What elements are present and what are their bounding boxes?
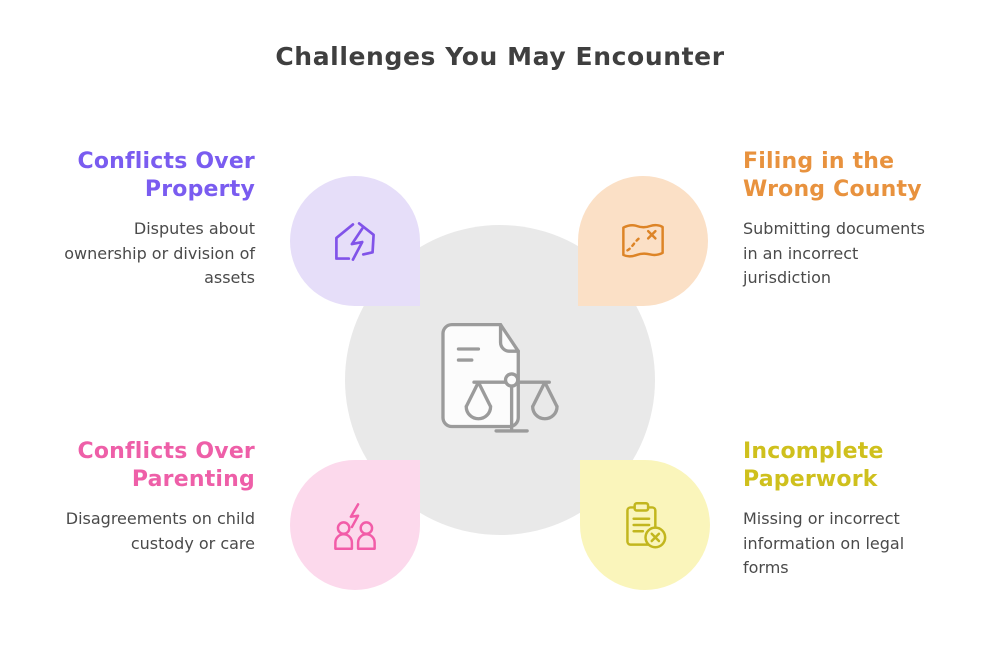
legal-document-scales-icon bbox=[441, 322, 559, 433]
challenge-parenting: Conflicts Over Parenting Disagreements o… bbox=[60, 438, 255, 556]
challenge-title: Incomplete Paperwork bbox=[743, 439, 884, 492]
challenge-title: Filing in the Wrong County bbox=[743, 149, 922, 202]
broken-house-icon bbox=[335, 222, 375, 261]
challenge-description: Disagreements on child custody or care bbox=[65, 508, 255, 553]
clipboard-error-icon bbox=[626, 502, 667, 549]
challenge-description: Submitting documents in an incorrect jur… bbox=[743, 218, 925, 288]
paperwork-icon-blob bbox=[580, 460, 710, 590]
wrong-county-icon-blob bbox=[578, 176, 708, 306]
diagram-title: Challenges You May Encounter bbox=[275, 42, 725, 71]
challenge-paperwork: Incomplete Paperwork Missing or incorrec… bbox=[743, 438, 948, 581]
challenge-property: Conflicts Over Property Disputes about o… bbox=[55, 148, 255, 291]
challenge-description: Disputes about ownership or division of … bbox=[64, 218, 255, 288]
challenge-wrong-county: Filing in the Wrong County Submitting do… bbox=[743, 148, 943, 291]
challenge-title: Conflicts Over Parenting bbox=[77, 439, 255, 492]
torn-map-icon bbox=[622, 223, 664, 258]
parenting-icon-blob bbox=[290, 460, 420, 590]
challenge-title: Conflicts Over Property bbox=[77, 149, 255, 202]
property-icon-blob bbox=[290, 176, 420, 306]
parents-conflict-icon bbox=[334, 503, 376, 551]
challenge-description: Missing or incorrect information on lega… bbox=[743, 508, 905, 578]
